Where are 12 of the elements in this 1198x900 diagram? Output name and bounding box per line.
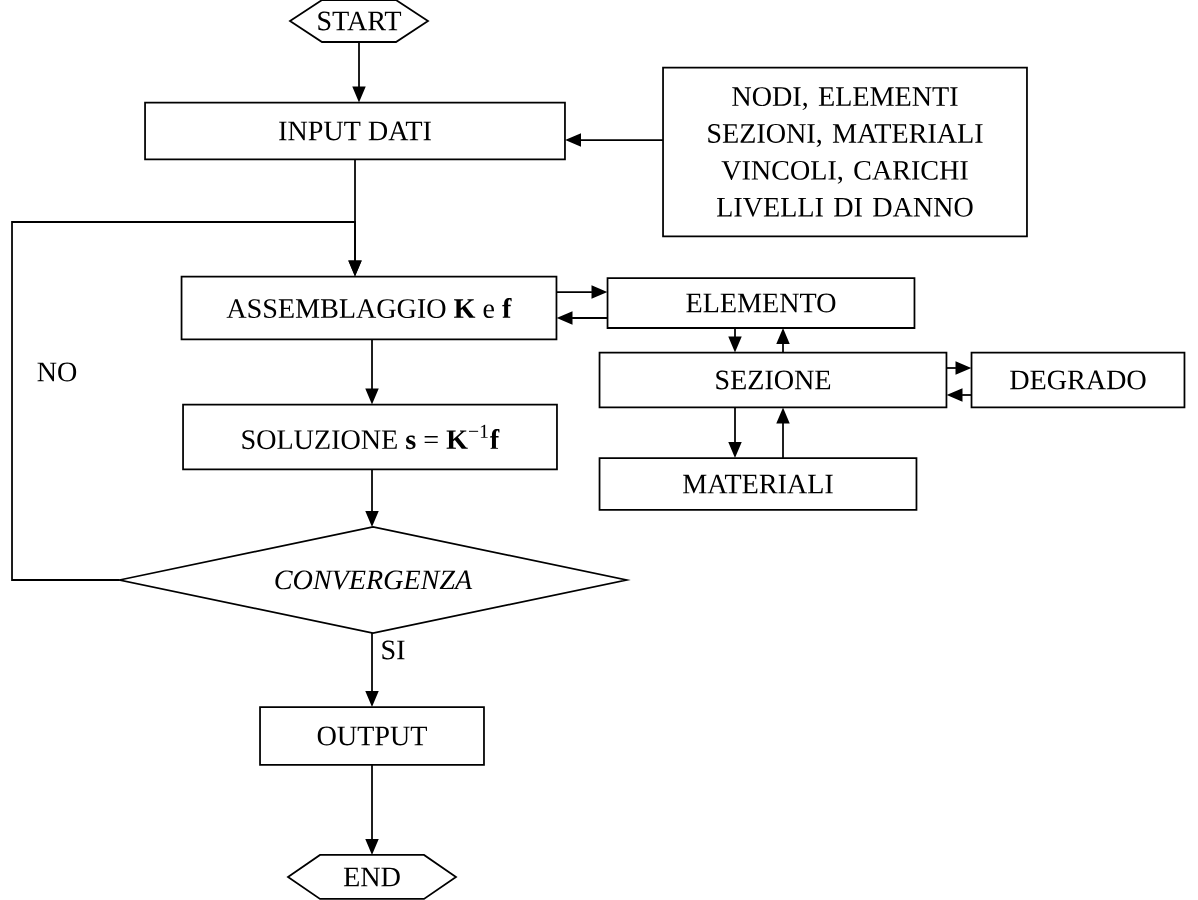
process-box: ASSEMBLAGGIO K e f (180, 275, 558, 341)
process-box: INPUT DATI (144, 101, 566, 161)
process-box: DEGRADO (970, 351, 1186, 409)
process-box: OUTPUT (259, 706, 485, 766)
process-box: MATERIALI (598, 457, 918, 511)
process-box: SOLUZIONE s = K$^{−1}$f (182, 403, 558, 471)
input-list-box: NODI, ELEMENTI SEZIONI, MATERIALI VINCOLI, CARICHI LIVELLI DI DANNO (662, 66, 1028, 238)
process-box: ELEMENTO (606, 277, 916, 329)
process-box: SEZIONE (598, 351, 948, 409)
arrow (11, 221, 362, 581)
edge-label: SI (378, 638, 408, 662)
edge-label: NO (34, 360, 80, 384)
